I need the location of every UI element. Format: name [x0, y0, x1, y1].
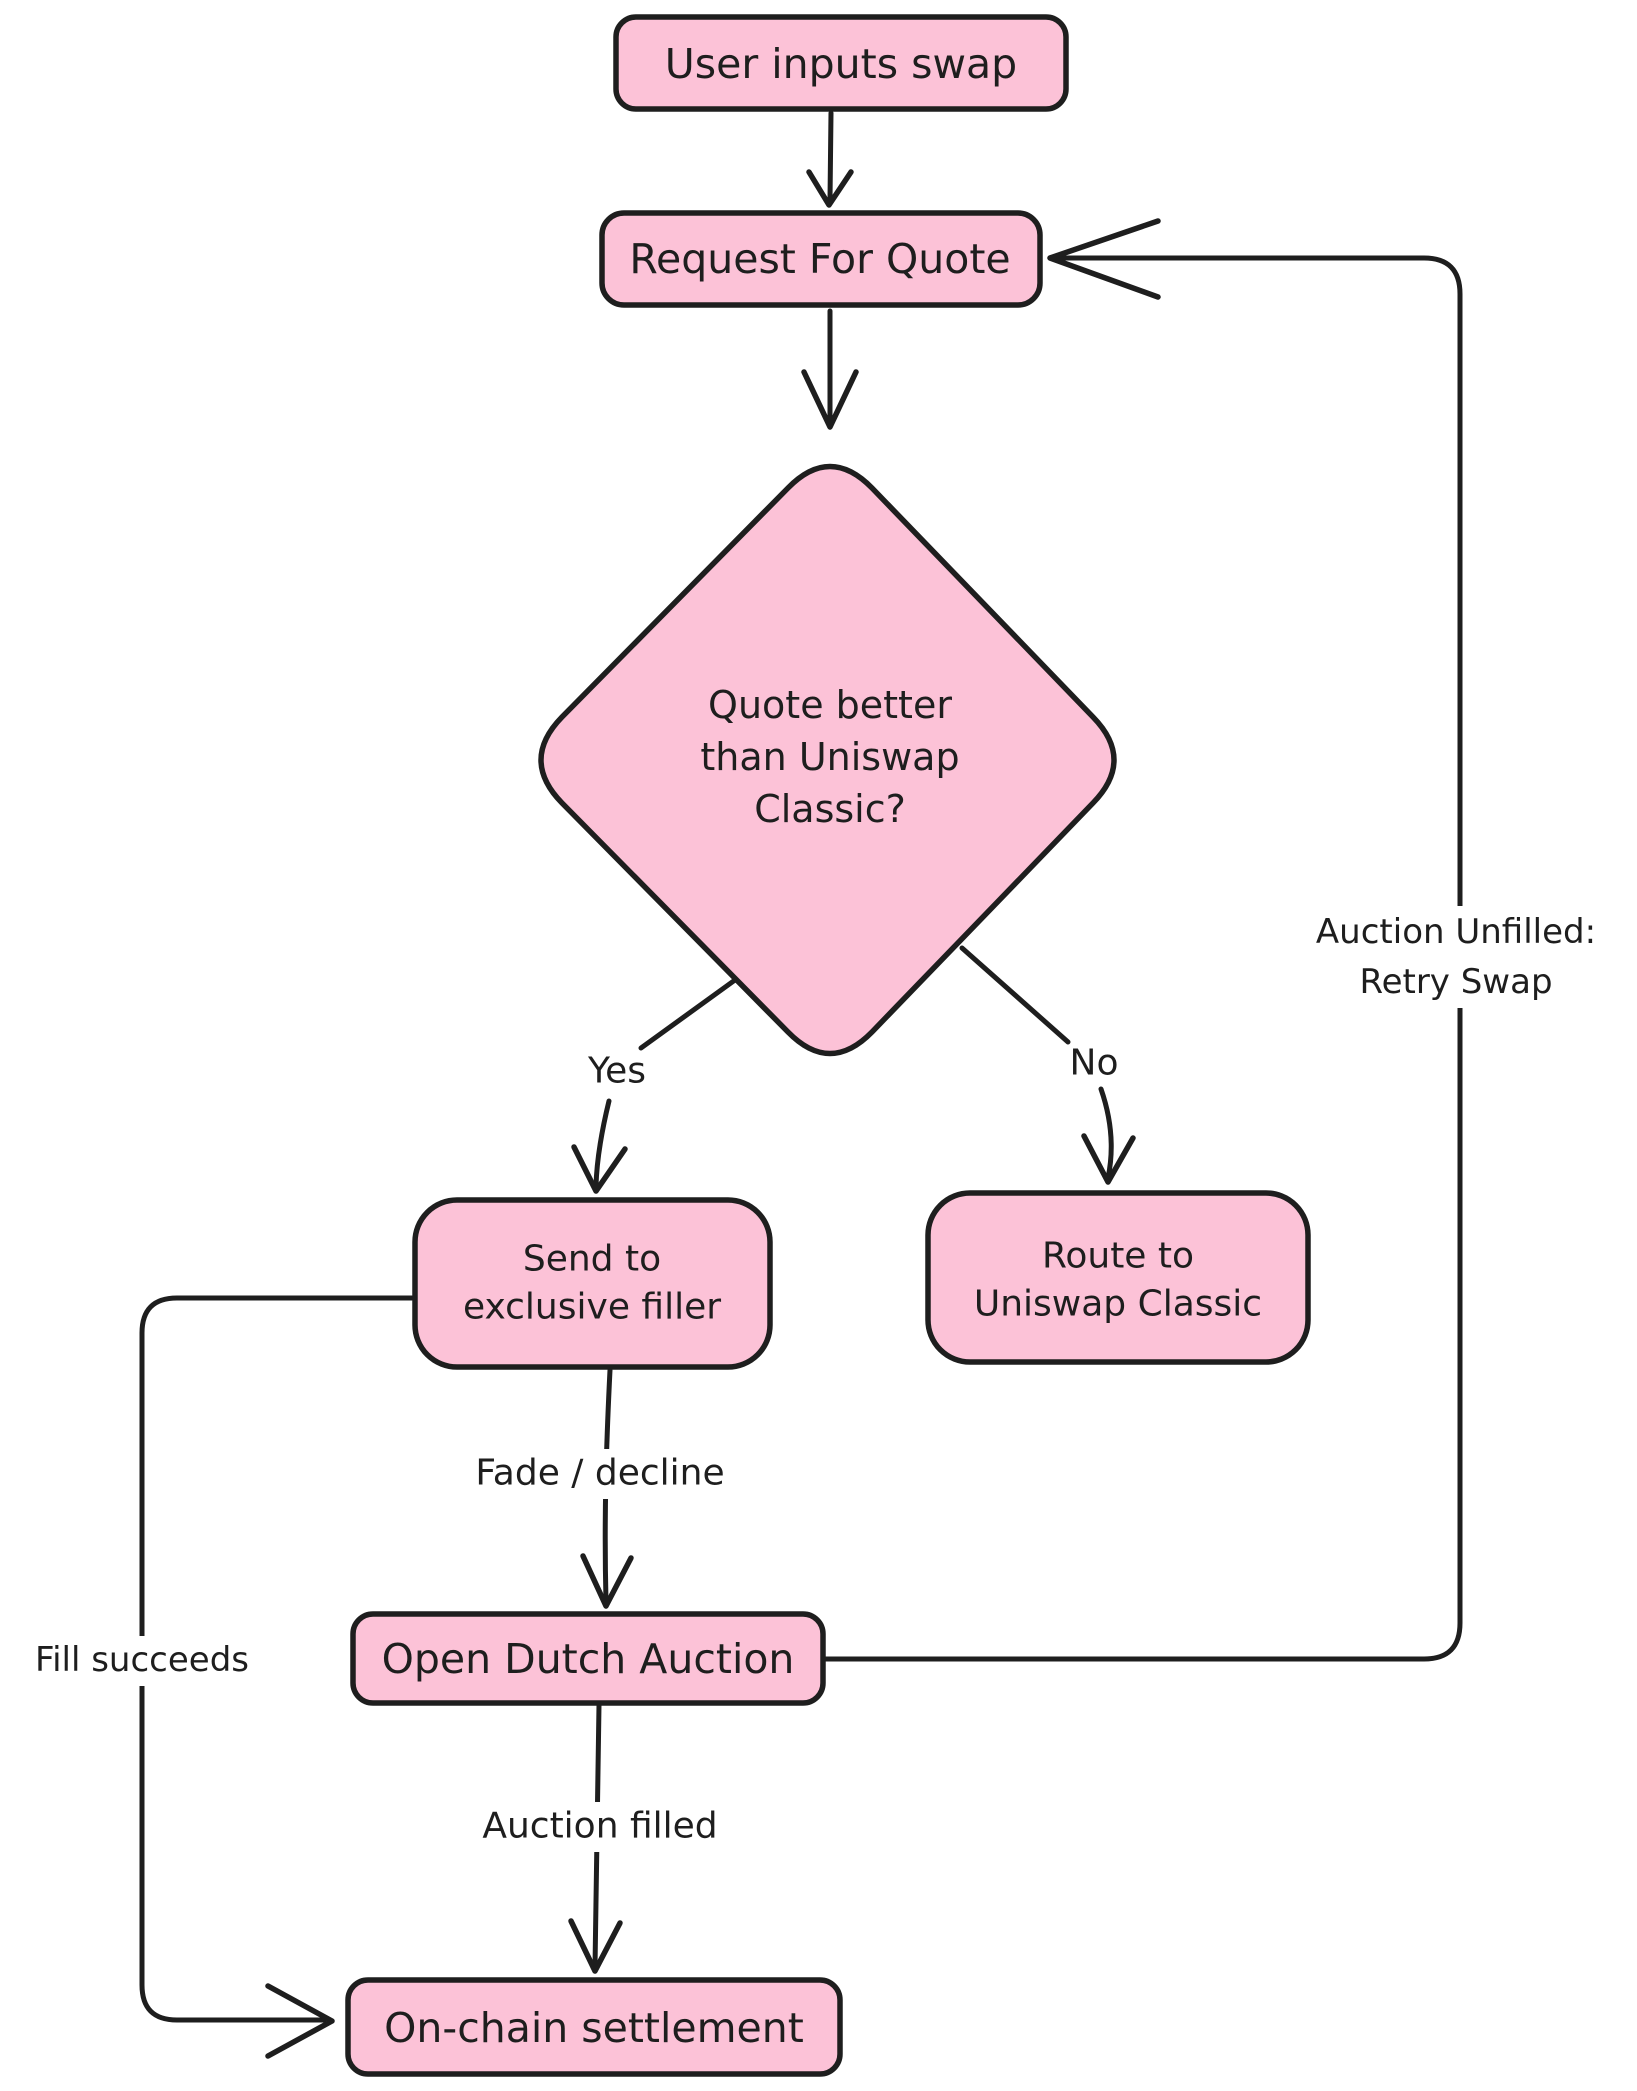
edge-user-inputs-to-rfq	[806, 110, 854, 208]
edge-line	[593, 1098, 612, 1189]
node-shape	[599, 210, 1043, 308]
label-background	[448, 1449, 752, 1499]
node-send-to-exclusive-filler: Send to exclusive filler	[412, 1197, 773, 1370]
edge-decision-no	[959, 945, 1136, 1185]
arrowhead-down-icon	[571, 1144, 628, 1194]
edge-label-yes: Yes	[587, 1051, 646, 1092]
node-label: Request For Quote	[629, 235, 1010, 283]
node-request-for-quote: Request For Quote	[599, 210, 1043, 308]
node-shape	[412, 1197, 773, 1370]
edge-line	[638, 977, 738, 1051]
node-label: User inputs swap	[665, 40, 1017, 88]
node-on-chain-settlement: On-chain settlement	[345, 1977, 843, 2077]
node-label-line: Quote better	[708, 683, 952, 727]
node-label-line: Send to	[523, 1239, 661, 1280]
arrowhead-right-icon	[265, 1983, 335, 2059]
arrowhead-down-icon	[568, 1918, 623, 1974]
edge-rfq-to-decision	[801, 308, 859, 430]
node-label: On-chain settlement	[384, 2004, 804, 2052]
node-quote-better-decision: Quote better than Uniswap Classic?	[538, 463, 1117, 1057]
decision-diamond-shape	[538, 463, 1117, 1057]
arrowhead-down-icon	[580, 1553, 634, 1609]
node-label-line: Classic?	[754, 787, 906, 831]
node-label: Open Dutch Auction	[382, 1635, 795, 1683]
edge-label-auction-filled: Auction filled	[482, 1806, 717, 1847]
node-user-inputs-swap: User inputs swap	[613, 14, 1069, 112]
edge-label-fill-succeeds: Fill succeeds	[35, 1640, 249, 1680]
label-background	[452, 1802, 748, 1852]
node-shape	[350, 1611, 826, 1706]
node-label-line: than Uniswap	[700, 735, 959, 779]
arrowhead-down-icon	[801, 369, 859, 430]
node-open-dutch-auction: Open Dutch Auction	[350, 1611, 826, 1706]
arrowhead-down-icon	[1081, 1133, 1136, 1185]
node-label-line: Route to	[1042, 1236, 1194, 1277]
edge-line	[827, 110, 834, 203]
node-route-to-uniswap-classic: Route to Uniswap Classic	[925, 1190, 1311, 1365]
edge-label-auction-unfilled-line2: Retry Swap	[1359, 962, 1552, 1002]
edge-label-fade-decline: Fade / decline	[475, 1453, 724, 1494]
edge-line	[959, 945, 1071, 1045]
label-background	[1280, 906, 1634, 1008]
edge-label-auction-unfilled-line1: Auction Unfilled:	[1316, 912, 1596, 952]
arrowhead-left-icon	[1047, 218, 1161, 300]
edge-line	[1098, 1086, 1114, 1181]
node-shape	[345, 1977, 843, 2077]
label-background	[6, 1636, 278, 1686]
arrowhead-down-icon	[806, 169, 854, 208]
edge-label-no: No	[1070, 1043, 1119, 1084]
node-label-line: Uniswap Classic	[974, 1284, 1262, 1325]
node-label-line: exclusive filler	[463, 1287, 721, 1328]
node-shape	[925, 1190, 1311, 1365]
node-shape	[613, 14, 1069, 112]
edge-decision-yes	[571, 977, 738, 1194]
